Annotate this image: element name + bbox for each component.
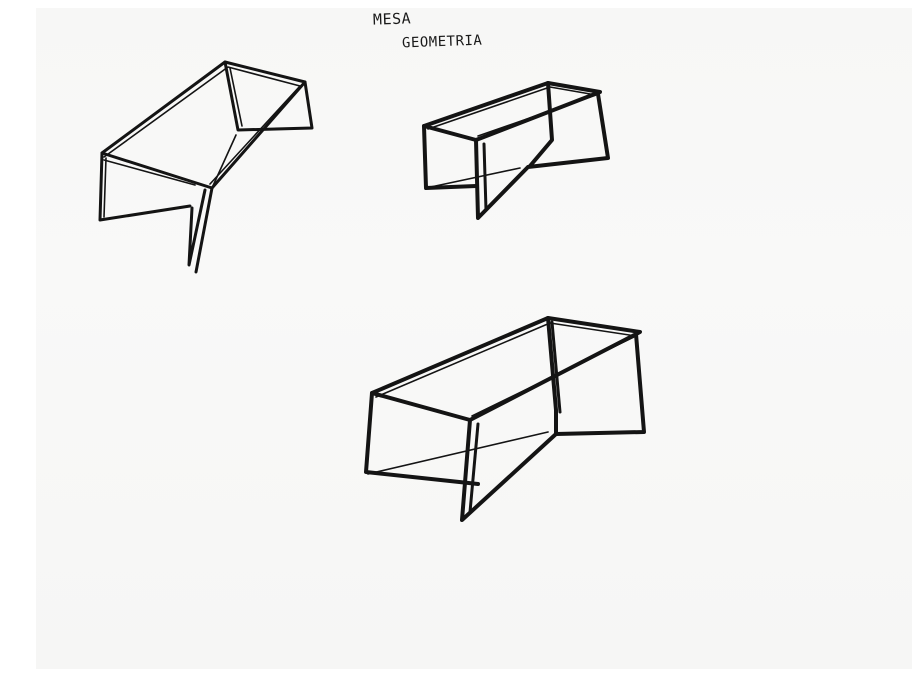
paper-sheet [36,8,912,669]
table-sketch-2 [422,81,610,220]
table-sketch-1 [98,60,314,274]
table-sketch-3 [364,316,646,522]
